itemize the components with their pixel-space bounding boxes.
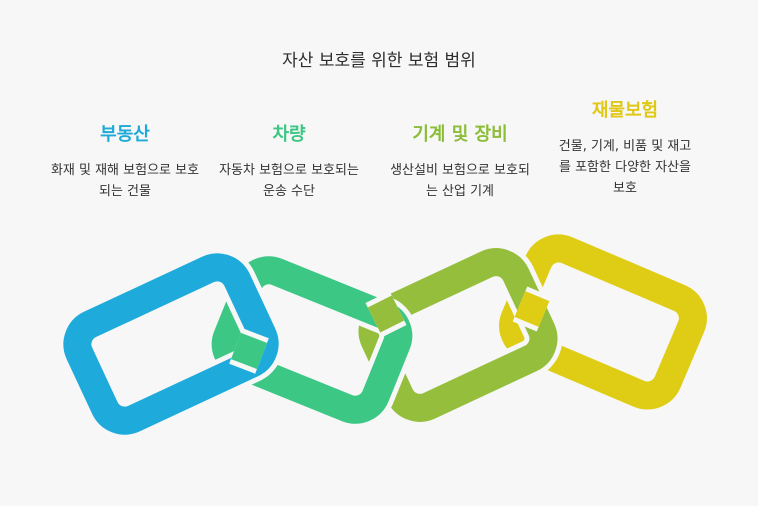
heading-real-estate: 부동산 [100,124,150,145]
chain-link-real-estate [58,248,284,440]
page-title: 자산 보호를 위한 보험 범위 [282,51,476,71]
chain-interlock-overlays [229,286,552,374]
column-property-insurance: 재물보험 건물, 기계, 비품 및 재고를 포함한 다양한 자산을 보호 [540,96,710,199]
description-real-estate: 화재 및 재해 보험으로 보호되는 건물 [50,163,200,199]
column-machinery: 기계 및 장비 생산설비 보험으로 보호되는 산업 기계 [375,120,545,202]
heading-machinery: 기계 및 장비 [412,124,508,145]
description-vehicles: 자동차 보험으로 보호되는 운송 수단 [219,163,359,199]
description-machinery: 생산설비 보험으로 보호되는 산업 기계 [390,163,530,199]
column-real-estate: 부동산 화재 및 재해 보험으로 보호되는 건물 [40,120,210,202]
heading-vehicles: 차량 [272,124,306,145]
column-vehicles: 차량 자동차 보험으로 보호되는 운송 수단 [204,120,374,202]
heading-property-insurance: 재물보험 [591,100,659,121]
description-property-insurance: 건물, 기계, 비품 및 재고를 포함한 다양한 자산을 보호 [558,139,692,196]
